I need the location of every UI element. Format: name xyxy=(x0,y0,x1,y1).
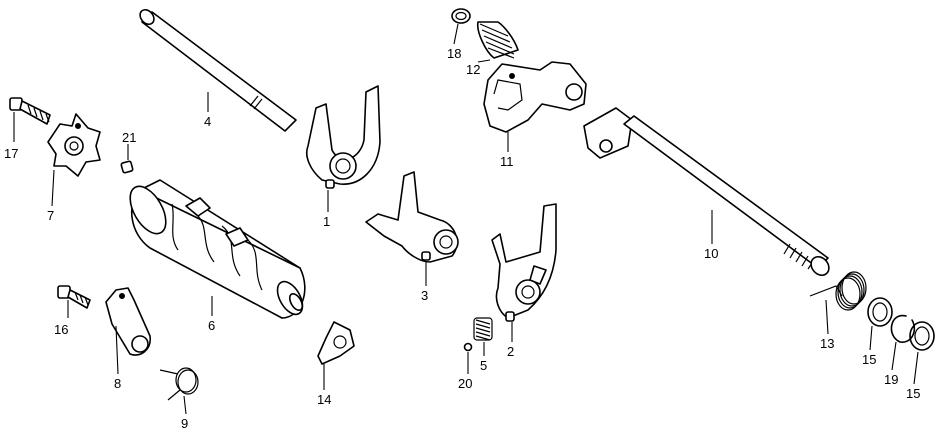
leader-lines xyxy=(13,23,919,415)
part-3-shift-fork xyxy=(365,171,459,263)
part-13-return-spring xyxy=(809,271,867,311)
callout-6: 6 xyxy=(208,318,215,333)
callout-16: 16 xyxy=(54,322,68,337)
part-5-spring xyxy=(473,317,493,341)
callout-12: 12 xyxy=(466,62,480,77)
part-18-washer xyxy=(451,8,471,24)
callout-1: 1 xyxy=(323,214,330,229)
callout-8: 8 xyxy=(114,376,121,391)
part-6-shift-drum xyxy=(129,179,306,319)
part-12-spring xyxy=(476,21,519,59)
part-8-stopper-arm xyxy=(105,287,151,356)
part-15-washer-2 xyxy=(909,321,935,351)
callout-15: 15 xyxy=(862,352,876,367)
callout-19: 19 xyxy=(884,372,898,387)
part-21-pin xyxy=(120,160,134,174)
callout-10: 10 xyxy=(704,246,718,261)
callout-3: 3 xyxy=(421,288,428,303)
callout-5: 5 xyxy=(480,358,487,373)
callout-4: 4 xyxy=(204,114,211,129)
callout-labels: 4 21 17 7 1 3 6 16 8 9 14 2 5 20 18 12 1… xyxy=(4,46,920,431)
part-20-ball xyxy=(463,342,473,352)
part-16-bolt xyxy=(57,285,91,309)
part-10-gearshift-spindle xyxy=(583,107,830,277)
part-2-shift-fork xyxy=(491,203,557,322)
part-11-stopper-arm xyxy=(483,61,587,133)
callout-15-second: 15 xyxy=(906,386,920,401)
part-15-washer xyxy=(867,297,893,327)
part-1-shift-fork xyxy=(306,85,381,189)
callout-11: 11 xyxy=(500,154,514,169)
callout-9: 9 xyxy=(181,416,188,431)
callout-18: 18 xyxy=(447,46,461,61)
callout-17: 17 xyxy=(4,146,18,161)
callout-20: 20 xyxy=(458,376,472,391)
part-9-spring xyxy=(159,367,199,401)
callout-14: 14 xyxy=(317,392,331,407)
part-7-stopper-plate xyxy=(47,113,101,177)
part-19-circlip xyxy=(890,314,916,343)
callout-13: 13 xyxy=(820,336,834,351)
part-17-bolt xyxy=(9,97,51,125)
callout-2: 2 xyxy=(507,344,514,359)
part-14-guide-plate xyxy=(317,321,355,365)
callout-7: 7 xyxy=(47,208,54,223)
part-4-fork-shaft xyxy=(139,8,297,132)
callout-21: 21 xyxy=(122,130,136,145)
